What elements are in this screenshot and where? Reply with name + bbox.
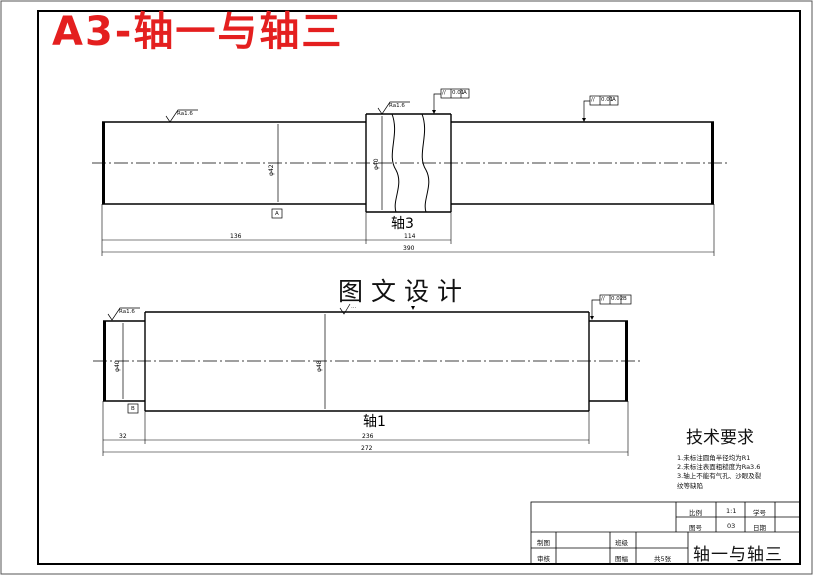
shaft3-dia-right-label: φ40 bbox=[373, 158, 380, 170]
shaft1-datum-letter: B bbox=[131, 406, 135, 412]
tb-shenhe-label: 审核 bbox=[537, 555, 550, 563]
tb-xuehao-label: 学号 bbox=[753, 509, 766, 517]
drawing-frame bbox=[37, 10, 801, 565]
shaft1-length-dims bbox=[102, 401, 629, 456]
shaft3-length-dims bbox=[101, 204, 715, 256]
shaft3-fcf bbox=[433, 88, 619, 120]
shaft1-dim-total: 272 bbox=[361, 445, 373, 452]
shaft1-dim-mid: 236 bbox=[362, 433, 374, 440]
shaft3-roughness-1: Ra1.6 bbox=[177, 111, 193, 117]
tb-tuhao-value: 03 bbox=[727, 522, 736, 530]
shaft3-dim-right: 114 bbox=[404, 233, 416, 240]
shaft1-dia-mid-label: φ48 bbox=[316, 360, 323, 372]
shaft3-fcf1-datum: A bbox=[463, 90, 467, 96]
shaft1-roughness-marks bbox=[107, 303, 351, 321]
shaft1-fcf-value: 0.02 bbox=[611, 296, 624, 302]
shaft1-roughness-1: Ra1.6 bbox=[119, 309, 135, 315]
shaft1-datum-box bbox=[127, 403, 139, 414]
shaft3-arrow-2 bbox=[582, 118, 586, 122]
tb-zhitu-label: 制图 bbox=[537, 539, 550, 547]
shaft3-roughness-2: Ra1.6 bbox=[389, 103, 405, 109]
shaft1-fcf-datum: B bbox=[623, 296, 627, 302]
shaft1-view bbox=[103, 311, 628, 412]
tech-item: 纹等缺陷 bbox=[677, 482, 703, 490]
tech-item: 2.未标注表面粗糙度为Ra3.6 bbox=[677, 463, 761, 471]
tb-tuhao-label: 图号 bbox=[689, 524, 702, 532]
tb-scale-value: 1:1 bbox=[726, 507, 737, 515]
shaft1-dim-left: 32 bbox=[119, 433, 127, 440]
shaft3-datum-box bbox=[271, 208, 283, 219]
shaft3-dim-left: 136 bbox=[230, 233, 242, 240]
shaft1-top-arrow bbox=[411, 306, 415, 310]
shaft1-dia-left-label: φ40 bbox=[114, 360, 121, 372]
shaft3-fcf1-symbol: // bbox=[442, 90, 446, 96]
tb-drawing-name: 轴一与轴三 bbox=[693, 545, 783, 565]
shaft1-name: 轴1 bbox=[363, 414, 386, 430]
tech-item: 1.未标注圆角半径均为R1 bbox=[677, 454, 751, 462]
shaft3-arrow-1 bbox=[432, 110, 436, 114]
tech-requirements-title: 技术要求 bbox=[686, 428, 754, 448]
shaft1-roughness-2: ··· bbox=[351, 305, 357, 311]
shaft1-fcf bbox=[591, 294, 632, 318]
shaft3-datum-letter: A bbox=[275, 211, 279, 217]
shaft3-dim-total: 390 bbox=[403, 245, 415, 252]
tb-tuji-label: 图幅 bbox=[615, 555, 628, 563]
shaft3-fcf2-value: 0.01 bbox=[601, 97, 614, 103]
shaft3-fcf1-value: 0.01 bbox=[452, 90, 465, 96]
shaft3-dia-left-label: φ42 bbox=[268, 164, 275, 176]
tb-date-label: 日期 bbox=[753, 524, 766, 532]
shaft3-name: 轴3 bbox=[391, 216, 414, 232]
tb-sheets: 共5张 bbox=[654, 555, 672, 563]
shaft1-fcf-symbol: // bbox=[601, 296, 605, 302]
shaft3-roughness-marks bbox=[165, 101, 410, 123]
shaft1-arrow bbox=[590, 316, 594, 320]
tb-banji-label: 班级 bbox=[615, 539, 628, 547]
tb-scale-label: 比例 bbox=[689, 509, 702, 517]
tech-item: 3.轴上不能有气孔、沙眼及裂 bbox=[677, 472, 762, 480]
shaft3-fcf2-symbol: // bbox=[591, 97, 595, 103]
shaft3-fcf2-datum: A bbox=[612, 97, 616, 103]
watermark: 图文设计 bbox=[338, 277, 471, 306]
title-block-grid bbox=[530, 501, 801, 565]
page-title: A3-轴一与轴三 bbox=[52, 9, 344, 55]
